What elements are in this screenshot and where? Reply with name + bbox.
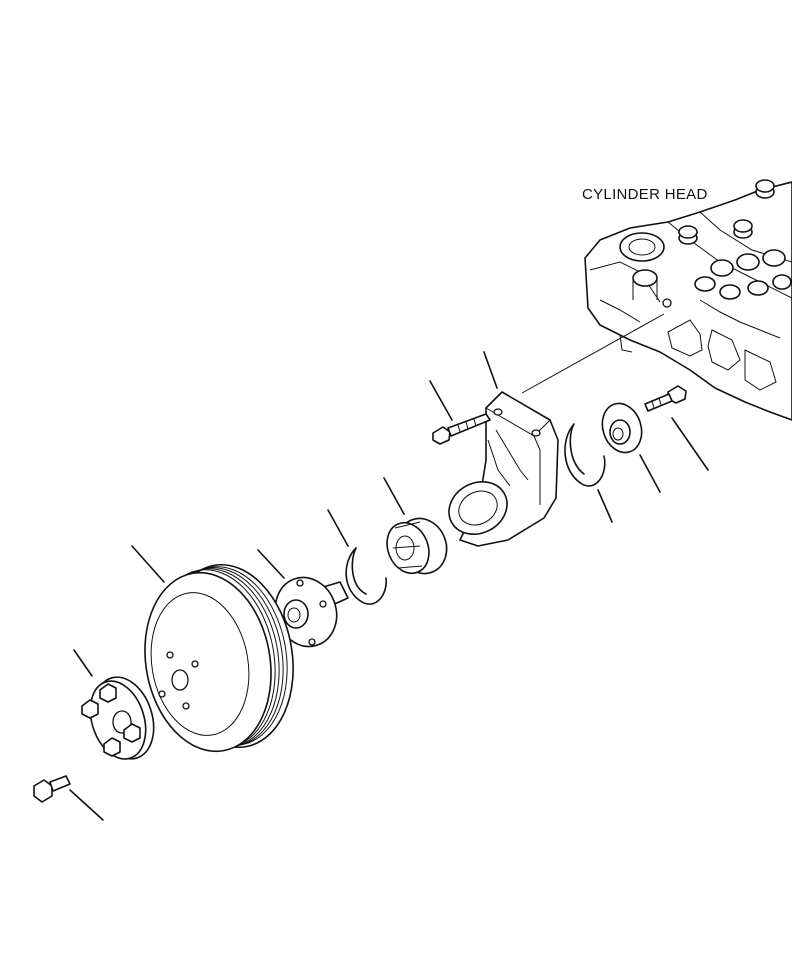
head-bolt-icon — [733, 219, 753, 239]
pulley — [144, 563, 294, 753]
cylinder-head — [584, 179, 792, 421]
pulley-hub — [274, 576, 349, 648]
head-bolt-icon — [678, 225, 698, 245]
pulley-bolt-icon — [33, 775, 71, 803]
fan-bracket — [448, 391, 559, 547]
cap-bolt-icon — [644, 385, 687, 412]
end-cap — [601, 402, 643, 454]
bracket-bolt-icon — [432, 413, 491, 445]
plate-bolt-icon — [81, 683, 141, 757]
snap-ring-right — [564, 423, 606, 487]
leader-lines — [69, 351, 709, 821]
head-bolt-icon — [755, 179, 775, 199]
cylinder-head-label: CYLINDER HEAD — [582, 186, 708, 203]
snap-ring-left — [345, 547, 387, 605]
alignment-line — [521, 313, 665, 394]
bearing — [386, 517, 448, 575]
